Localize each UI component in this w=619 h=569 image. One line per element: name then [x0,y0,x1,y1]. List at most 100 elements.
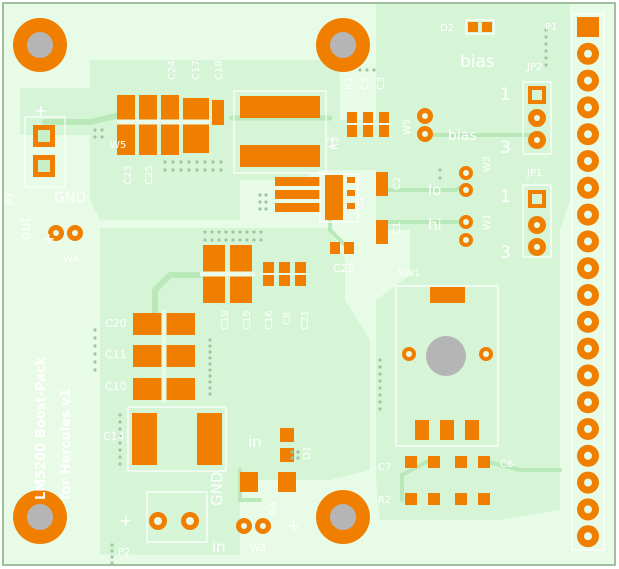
label-c20: C20 [105,317,127,330]
via [179,168,183,172]
header-pin-hole [584,76,592,85]
via [208,380,212,384]
via [372,68,376,72]
ic-u1 [275,173,359,223]
via [187,160,191,164]
header-pin-hole [584,264,592,273]
via [231,230,235,234]
label-r5: R5 [330,137,341,150]
cap-c22 [330,242,354,254]
label-c14: C14 [103,430,125,443]
via [208,386,212,390]
via [208,362,212,366]
label-sw1: SW1 [398,268,421,279]
via [203,168,207,172]
via [118,455,122,459]
via [179,160,183,164]
label-r1: R1 [344,77,355,90]
via [544,56,548,60]
jumper-w4 [48,225,83,241]
label-hi: hi [428,216,442,234]
label-in: in [248,433,262,451]
via [245,230,249,234]
label-p1: P1 [545,22,557,33]
label-c5: C5 [360,77,371,90]
header-pin-hole [584,103,592,112]
label-plus-p2: + [119,511,132,530]
label-c2: C2 [392,177,403,190]
label-r2: R2 [378,495,391,506]
label-lo: lo [428,181,441,199]
jumper-w5 [417,108,433,142]
label-c16: C16 [264,310,275,330]
label-plus-w4-a: + [42,229,55,248]
silkscreen-text: P1 D2 bias bias JP2 1 3 JP1 1 3 lo hi SW… [5,22,557,558]
label-w2: W2 [482,156,493,172]
header-pin-hole [584,183,592,192]
header-pin-hole [584,157,592,165]
label-gnd-top: GND [54,190,86,206]
connector-p2 [146,491,208,543]
via [358,68,362,72]
label-c19: C19 [220,310,231,330]
via [544,28,548,32]
header-pin-hole [584,291,592,299]
label-d2: D2 [440,23,454,34]
via [110,561,114,565]
cap-bank-mid [200,245,310,303]
via [195,160,199,164]
mounting-hole-top-left [13,18,67,72]
mounting-holes [13,18,370,544]
label-c25: C25 [144,165,155,185]
mounting-hole-top-mid [316,18,370,72]
via [211,168,215,172]
via [378,379,382,383]
via [118,441,122,445]
via [93,344,97,348]
label-plus-p3: + [34,101,47,120]
via [203,160,207,164]
via [118,427,122,431]
via [438,168,442,172]
label-c21: C21 [300,310,311,330]
via [224,238,228,242]
via [93,135,97,139]
jumper-w1 [459,215,473,247]
via [296,456,300,460]
mounting-hole-bottom-left [13,490,67,544]
via [365,68,369,72]
via [224,230,228,234]
label-c11: C11 [105,348,127,361]
label-plus-w3: + [287,516,300,535]
via [252,230,256,234]
inductor-l1 [233,90,327,174]
label-jp2-pin1: 1 [500,85,511,105]
via [544,63,548,67]
label-out: out [18,217,34,240]
label-c10: C10 [105,380,127,393]
via [208,344,212,348]
header-pin-hole [584,210,592,219]
label-jp1: JP1 [526,168,542,179]
board-title-line1: LM5200 Boost-Pack [34,356,49,500]
label-w5-b: W5 [402,119,413,135]
via [264,207,268,211]
via [259,238,263,242]
label-c6: C6 [500,459,513,470]
label-bias: bias [460,52,495,72]
label-w4: W4 [63,254,79,265]
via [219,168,223,172]
via [238,238,242,242]
via [163,160,167,164]
via [378,372,382,376]
via [245,238,249,242]
via [208,356,212,360]
jumper-jp1 [522,184,552,258]
header-pin-hole [584,344,592,353]
mounting-hole-bottom-mid [316,490,370,544]
via [258,193,262,197]
via [217,230,221,234]
label-w3: W3 [250,543,266,554]
